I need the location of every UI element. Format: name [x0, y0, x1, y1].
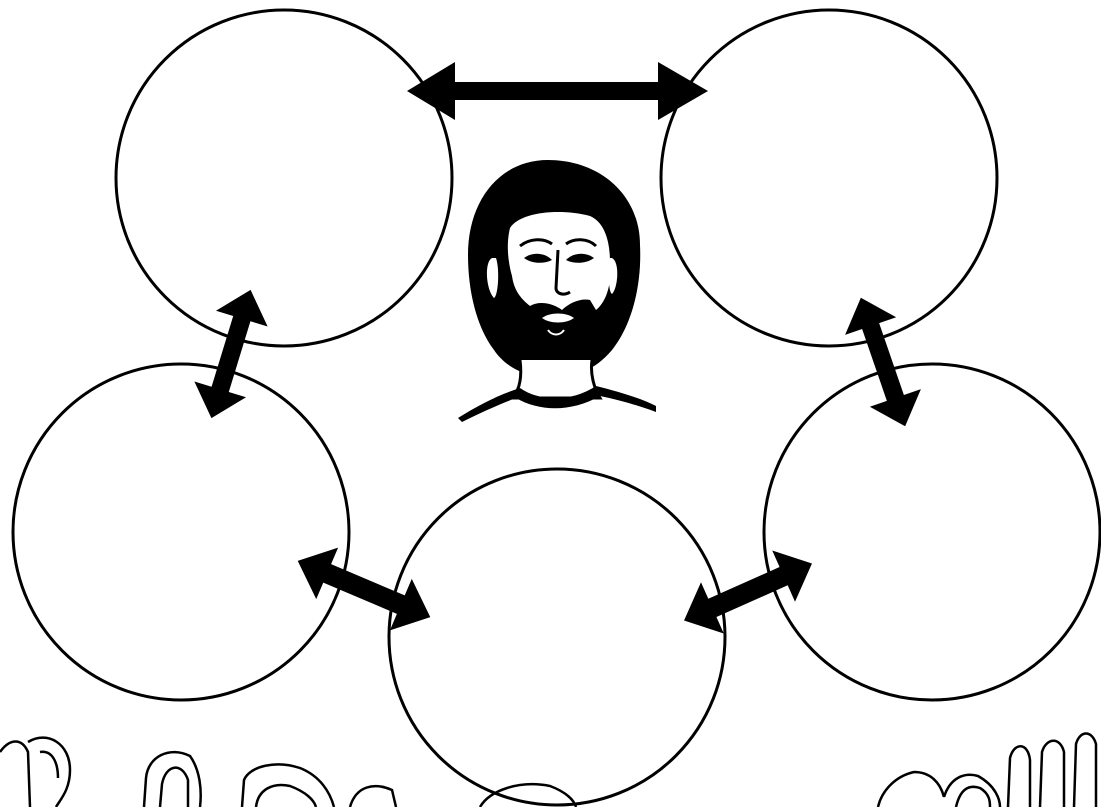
double-arrow-bottom-left — [287, 535, 441, 643]
circle-top-right[interactable] — [661, 10, 997, 346]
circle-top-left[interactable] — [116, 10, 452, 346]
circle-middle-right[interactable] — [764, 364, 1100, 700]
double-arrow-right — [835, 289, 930, 435]
circle-bottom-center[interactable] — [389, 469, 725, 805]
bottom-decorative-letters — [0, 734, 1096, 807]
double-arrow-top — [407, 62, 708, 120]
portrait-illustration — [458, 160, 656, 422]
double-arrow-left — [186, 282, 277, 426]
circle-middle-left[interactable] — [13, 364, 349, 700]
double-arrow-bottom-right — [673, 538, 824, 646]
